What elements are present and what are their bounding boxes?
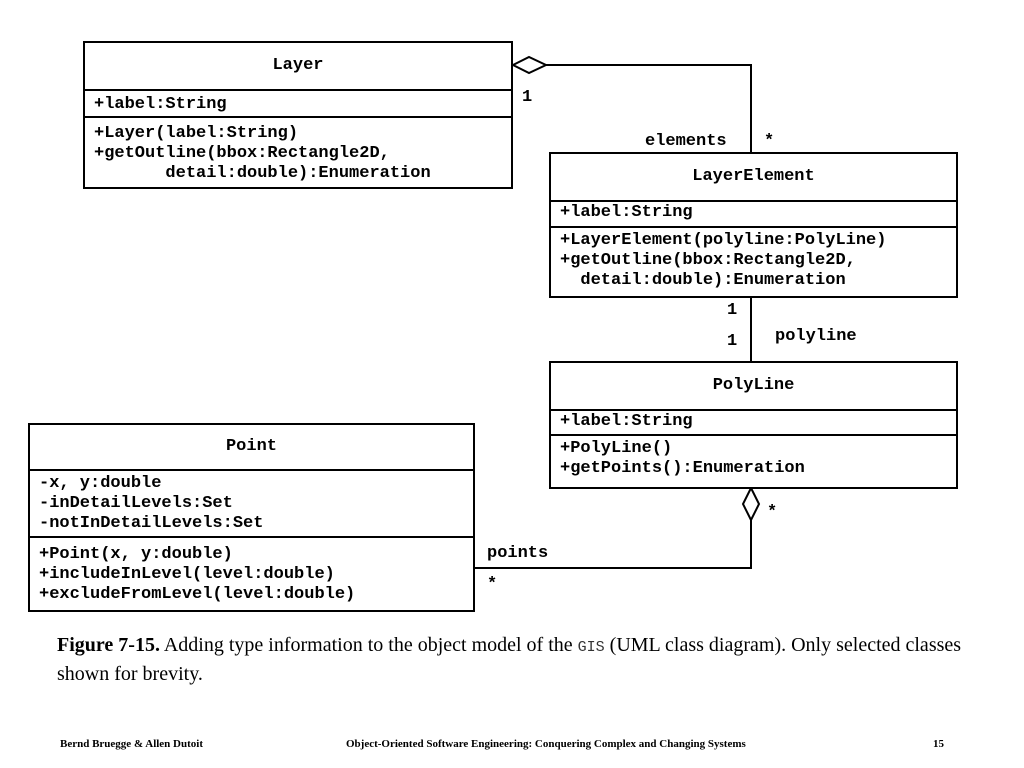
operation: detail:double):Enumeration [560, 271, 846, 290]
class-name: Point [225, 437, 277, 456]
operation: +includeInLevel(level:double) [39, 565, 335, 584]
association-line-layer-elements [546, 64, 752, 153]
footer-book-title: Object-Oriented Software Engineering: Co… [346, 738, 746, 750]
operation: +excludeFromLevel(level:double) [39, 585, 356, 604]
operation: +Point(x, y:double) [39, 545, 233, 564]
caption-text: Adding type information to the object mo… [159, 634, 578, 656]
operations-compartment: +LayerElement(polyline:PolyLine) +getOut… [551, 226, 956, 291]
multiplicity-label: * [767, 503, 778, 522]
class-polyline: PolyLine +label:String +PolyLine() +getP… [549, 361, 958, 489]
caption-code: GIS [577, 639, 605, 656]
class-layer-element: LayerElement +label:String +LayerElement… [549, 152, 958, 298]
multiplicity-label: 1 [727, 332, 738, 351]
operation: detail:double):Enumeration [94, 164, 431, 183]
multiplicity-label: 1 [727, 301, 738, 320]
attributes-compartment: +label:String [551, 409, 956, 434]
operation: +getPoints():Enumeration [560, 459, 805, 478]
operation: +PolyLine() [560, 439, 673, 458]
role-label: points [487, 544, 549, 563]
operation: +LayerElement(polyline:PolyLine) [560, 231, 887, 250]
operations-compartment: +Point(x, y:double) +includeInLevel(leve… [30, 536, 473, 605]
footer-authors: Bernd Bruegge & Allen Dutoit [60, 738, 203, 750]
aggregation-diamond-layer [510, 55, 549, 75]
attribute: +label:String [560, 412, 693, 431]
multiplicity-label: 1 [522, 88, 533, 107]
multiplicity-label: * [764, 132, 775, 151]
operations-compartment: +Layer(label:String) +getOutline(bbox:Re… [85, 116, 511, 184]
class-name: PolyLine [712, 376, 795, 395]
role-label: polyline [775, 327, 857, 346]
attribute: -x, y:double [39, 474, 162, 493]
class-name: Layer [272, 56, 324, 75]
operation: +getOutline(bbox:Rectangle2D, [560, 251, 856, 270]
operations-compartment: +PolyLine() +getPoints():Enumeration [551, 434, 956, 479]
attributes-compartment: -x, y:double -inDetailLevels:Set -notInD… [30, 469, 473, 536]
attributes-compartment: +label:String [551, 200, 956, 226]
attributes-compartment: +label:String [85, 89, 511, 116]
role-label: elements [645, 132, 727, 151]
operation: +getOutline(bbox:Rectangle2D, [94, 144, 390, 163]
figure-number: Figure 7-15. [57, 634, 160, 656]
operation: +Layer(label:String) [94, 124, 299, 143]
attribute: +label:String [94, 95, 227, 114]
class-name: LayerElement [692, 167, 815, 186]
figure-caption: Figure 7-15. Adding type information to … [57, 632, 987, 687]
attribute: -notInDetailLevels:Set [39, 514, 264, 533]
class-point: Point -x, y:double -inDetailLevels:Set -… [28, 423, 475, 612]
footer-page-number: 15 [933, 738, 944, 750]
attribute: -inDetailLevels:Set [39, 494, 233, 513]
aggregation-diamond-polyline [741, 485, 761, 523]
class-layer: Layer +label:String +Layer(label:String)… [83, 41, 513, 189]
attribute: +label:String [560, 203, 693, 222]
multiplicity-label: * [487, 575, 498, 594]
caption-text: (UML class diagram). Only selected class… [57, 634, 962, 685]
association-line-polyline-points [475, 520, 752, 569]
